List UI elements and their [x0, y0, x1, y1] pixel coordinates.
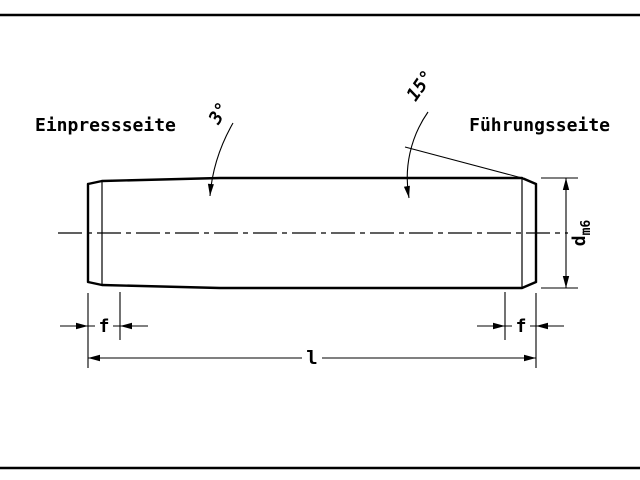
dimension-length: l [88, 345, 536, 369]
arrow-icon [562, 178, 570, 190]
arrow-icon [88, 354, 100, 362]
dim-label-f-right: f [516, 316, 527, 337]
extension-lines-f-right [504, 292, 537, 368]
frame-lines [0, 13, 640, 470]
angle-leader-press [207, 122, 234, 197]
dim-label-f-left: f [99, 316, 110, 337]
angle-leader-guide [403, 111, 429, 199]
arrow-icon [120, 322, 132, 330]
leader-arc-15deg [406, 111, 429, 199]
angle-label-3deg: 3° [204, 99, 234, 129]
dimension-diameter: dm6 [541, 177, 594, 289]
guide-side-label: Führungsseite [469, 115, 610, 136]
dim-label-diameter-symbol: d [569, 235, 590, 246]
dim-label-length: l [306, 347, 317, 369]
press-side-label: Einpressseite [35, 115, 176, 136]
arrow-icon [76, 322, 88, 330]
arrow-icon [536, 322, 548, 330]
chamfer-construction-line [404, 146, 523, 179]
arrow-icon [493, 322, 505, 330]
dim-label-diameter-tolerance: m6 [579, 220, 594, 236]
angle-label-15deg: 15° [403, 67, 439, 106]
dimension-f-left: f [60, 292, 148, 368]
arrow-icon [524, 354, 536, 362]
leader-arrow-15deg-icon [403, 185, 410, 198]
extension-lines-diameter [541, 177, 578, 289]
arrow-icon [562, 276, 570, 288]
leader-arrow-3deg-icon [207, 183, 214, 196]
dim-label-diameter: dm6 [569, 220, 594, 247]
label-mask [302, 345, 322, 369]
dimension-f-right: f [477, 292, 564, 368]
pin-body-contour [86, 176, 538, 290]
label-mask [512, 313, 530, 337]
chamfer-edge-lines [101, 178, 523, 288]
pin-outline [86, 176, 538, 290]
label-mask [95, 313, 113, 337]
extension-lines-f-left [87, 292, 121, 368]
